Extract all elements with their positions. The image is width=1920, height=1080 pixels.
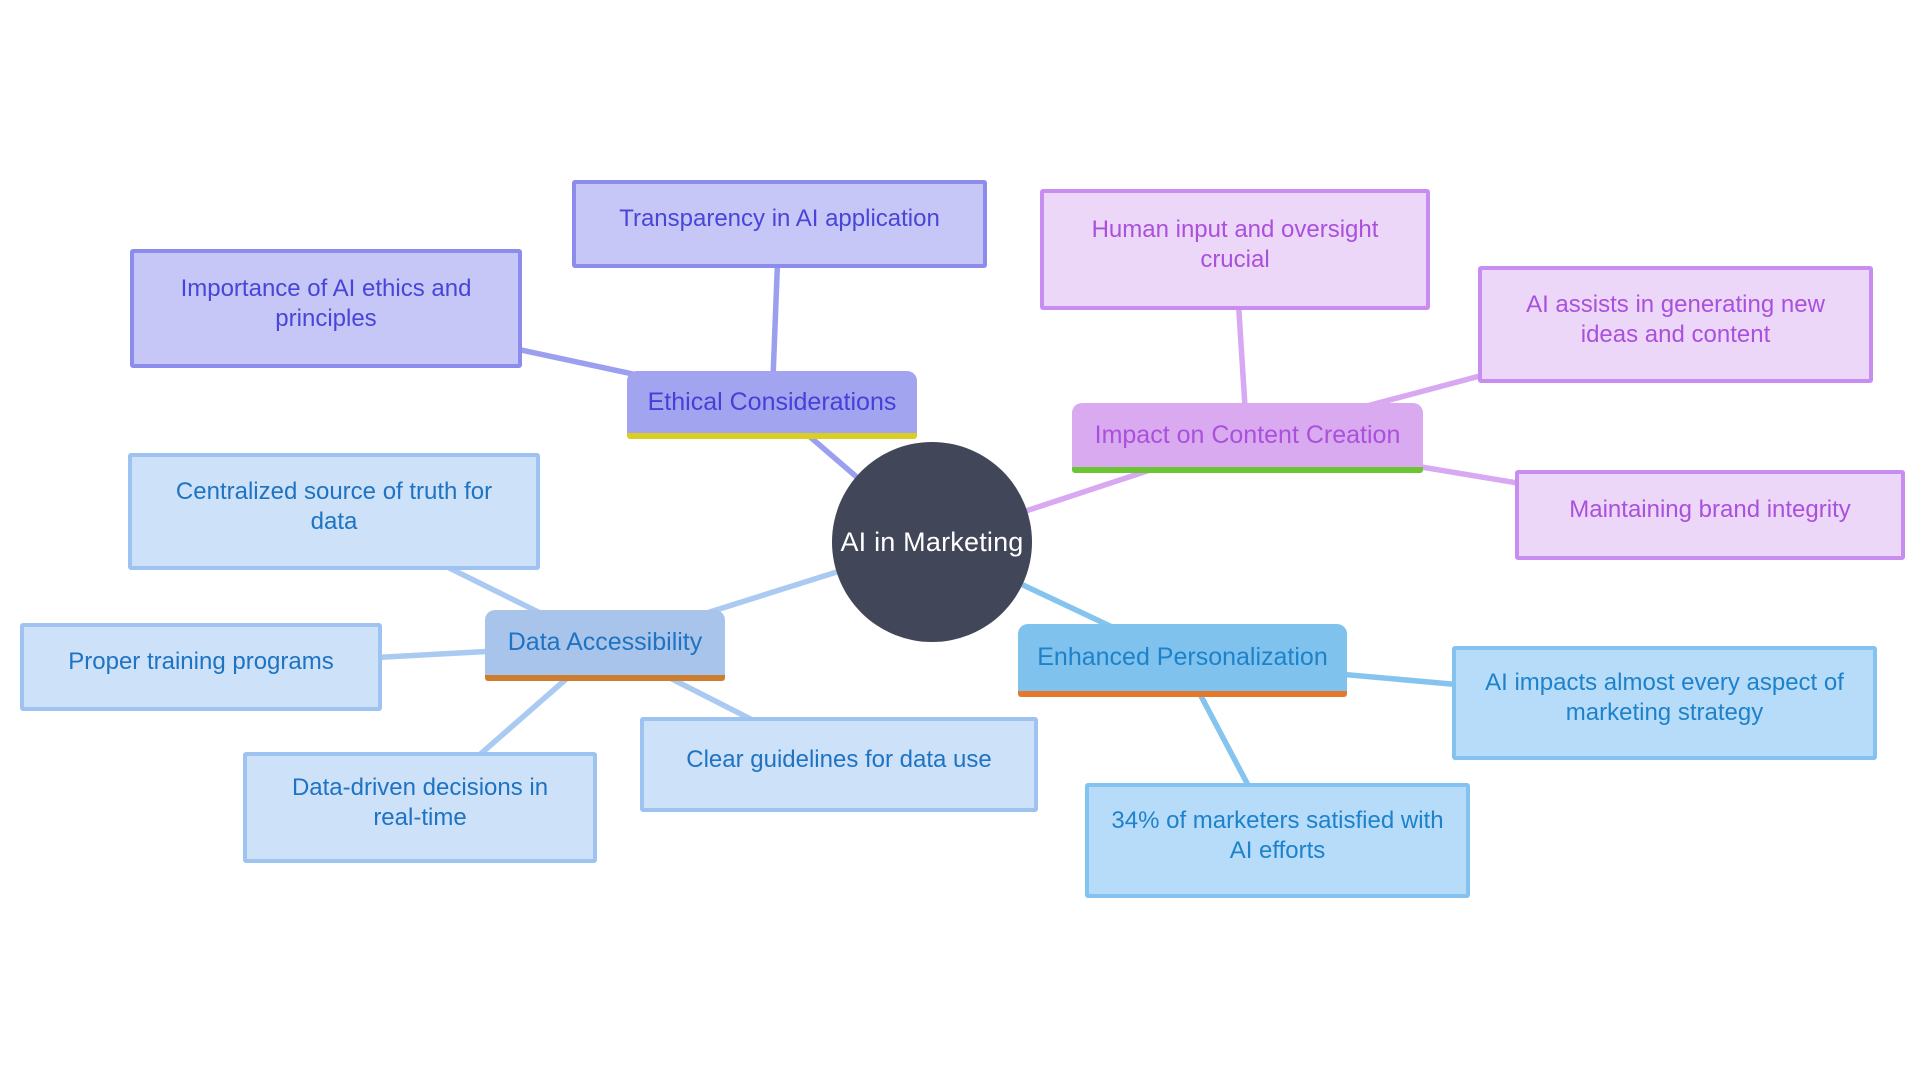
central-topic[interactable]: AI in Marketing — [832, 442, 1032, 642]
child-label: 34% of marketers satisfied with AI effor… — [1111, 806, 1444, 864]
branch-label: Enhanced Personalization — [1037, 643, 1328, 671]
branch-label: Impact on Content Creation — [1094, 420, 1401, 449]
branch-label: Ethical Considerations — [647, 387, 897, 416]
child-node-ai-assists-generating-ideas[interactable]: AI assists in generating new ideas and c… — [1478, 266, 1873, 383]
branch-label: Data Accessibility — [507, 628, 703, 656]
child-node-ai-impacts-marketing-strategy[interactable]: AI impacts almost every aspect of market… — [1452, 646, 1877, 760]
branch-node-enhanced-personalization[interactable]: Enhanced Personalization — [1018, 624, 1347, 697]
branch-node-impact-on-content-creation[interactable]: Impact on Content Creation — [1072, 403, 1423, 473]
child-node-human-input-oversight[interactable]: Human input and oversight crucial — [1040, 189, 1430, 310]
child-node-maintaining-brand-integrity[interactable]: Maintaining brand integrity — [1515, 470, 1905, 560]
child-label: Data-driven decisions in real-time — [291, 773, 549, 831]
child-node-transparency-in-ai-application[interactable]: Transparency in AI application — [572, 180, 987, 268]
child-node-importance-of-ai-ethics[interactable]: Importance of AI ethics and principles — [130, 249, 522, 368]
branch-node-data-accessibility[interactable]: Data Accessibility — [485, 610, 725, 681]
child-label: AI assists in generating new ideas and c… — [1526, 290, 1825, 348]
central-topic-label: AI in Marketing — [840, 526, 1024, 557]
child-label: Proper training programs — [68, 648, 334, 675]
child-label: Clear guidelines for data use — [686, 745, 992, 773]
child-node-centralized-source-of-truth[interactable]: Centralized source of truth for data — [128, 453, 540, 570]
child-label: Human input and oversight crucial — [1091, 215, 1379, 273]
branch-node-ethical-considerations[interactable]: Ethical Considerations — [627, 371, 917, 439]
child-label: Maintaining brand integrity — [1569, 496, 1851, 523]
child-node-clear-guidelines-data-use[interactable]: Clear guidelines for data use — [640, 717, 1038, 812]
child-label: Importance of AI ethics and principles — [180, 274, 472, 332]
child-node-data-driven-decisions[interactable]: Data-driven decisions in real-time — [243, 752, 597, 863]
child-node-marketers-satisfied[interactable]: 34% of marketers satisfied with AI effor… — [1085, 783, 1470, 898]
child-label: Centralized source of truth for data — [175, 477, 493, 535]
child-label: Transparency in AI application — [619, 205, 940, 232]
child-label: AI impacts almost every aspect of market… — [1485, 669, 1844, 726]
child-node-proper-training-programs[interactable]: Proper training programs — [20, 623, 382, 711]
